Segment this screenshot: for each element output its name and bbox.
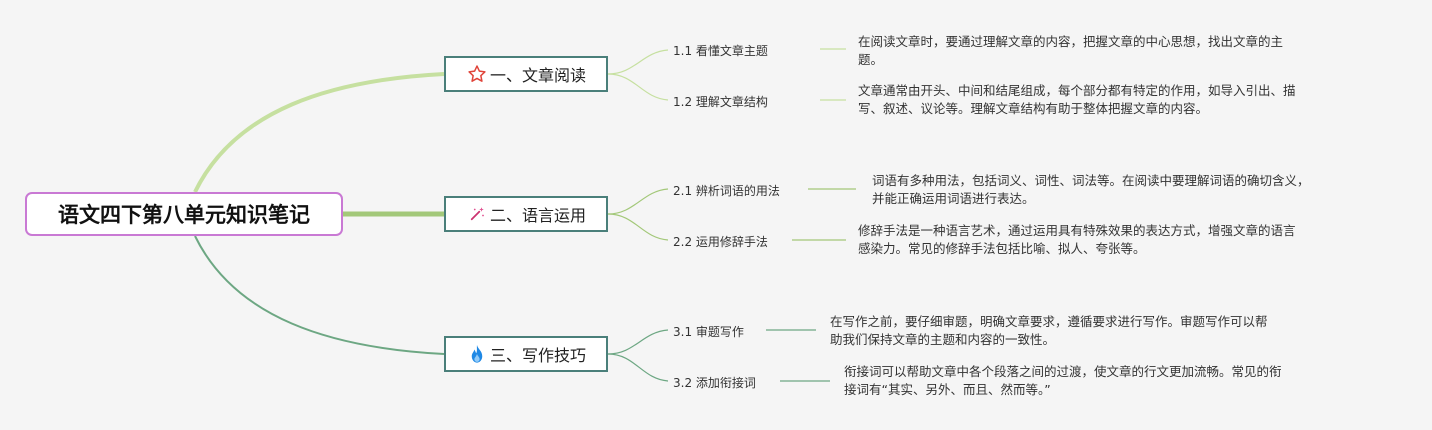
description-line: 题。 [858, 52, 884, 67]
connector-root-branch-3 [194, 235, 445, 355]
connector-branch-1-sub-2 [607, 73, 669, 101]
star-outline-icon [466, 63, 488, 85]
description-1-1: 在阅读文章时，要通过理解文章的内容，把握文章的中心思想，找出文章的主 题。 [858, 33, 1283, 69]
subtopic-3-2[interactable]: 3.2 添加衔接词 [673, 376, 756, 390]
description-line: 在写作之前，要仔细审题，明确文章要求，遵循要求进行写作。审题写作可以帮 [830, 314, 1268, 329]
root-node[interactable]: 语文四下第八单元知识笔记 [25, 192, 343, 236]
connector-branch-3-sub-2 [607, 353, 669, 382]
branch-label-3: 三、写作技巧 [489, 346, 586, 365]
connector-branch-1-sub-1 [607, 49, 669, 75]
description-line: 助我们保持文章的主题和内容的一致性。 [830, 332, 1056, 347]
branch-label-1: 一、文章阅读 [489, 66, 586, 85]
description-line: 写、叙述、议论等。理解文章结构有助于整体把握文章的内容。 [858, 101, 1209, 116]
description-line: 接词有“其实、另外、而且、然而等。” [844, 382, 1051, 397]
description-2-2: 修辞手法是一种语言艺术，通过运用具有特殊效果的表达方式，增强文章的语言 感染力。… [858, 222, 1296, 258]
root-title: 语文四下第八单元知识笔记 [58, 203, 310, 227]
subtopic-2-2[interactable]: 2.2 运用修辞手法 [673, 235, 768, 249]
description-3-1: 在写作之前，要仔细审题，明确文章要求，遵循要求进行写作。审题写作可以帮 助我们保… [830, 313, 1268, 349]
branch-node-1[interactable]: 一、文章阅读 [444, 56, 608, 92]
connector-branch-3-sub-1 [607, 329, 669, 355]
connector-branch-2-sub-1 [607, 188, 669, 215]
subtopic-2-1[interactable]: 2.1 辨析词语的用法 [673, 184, 780, 198]
subtopic-3-1[interactable]: 3.1 审题写作 [673, 325, 744, 339]
description-line: 修辞手法是一种语言艺术，通过运用具有特殊效果的表达方式，增强文章的语言 [858, 223, 1296, 238]
connector-root-branch-1 [193, 72, 445, 193]
description-line: 衔接词可以帮助文章中各个段落之间的过渡，使文章的行文更加流畅。常见的衔 [844, 364, 1282, 379]
fire-icon [466, 343, 488, 365]
description-line: 在阅读文章时，要通过理解文章的内容，把握文章的中心思想，找出文章的主 [858, 34, 1284, 49]
branch-node-2[interactable]: 二、语言运用 [444, 196, 608, 232]
description-line: 并能正确运用词语进行表达。 [872, 191, 1035, 206]
subtopic-1-1[interactable]: 1.1 看懂文章主题 [673, 44, 768, 58]
connector-branch-2-sub-2 [607, 213, 669, 241]
branch-label-2: 二、语言运用 [489, 206, 586, 225]
description-line: 词语有多种用法，包括词义、词性、词法等。在阅读中要理解词语的确切含义， [872, 173, 1310, 188]
description-2-1: 词语有多种用法，包括词义、词性、词法等。在阅读中要理解词语的确切含义， 并能正确… [872, 172, 1310, 208]
description-line: 文章通常由开头、中间和结尾组成，每个部分都有特定的作用，如导入引出、描 [858, 83, 1296, 98]
magic-wand-icon [466, 203, 488, 225]
description-3-2: 衔接词可以帮助文章中各个段落之间的过渡，使文章的行文更加流畅。常见的衔 接词有“… [844, 363, 1282, 399]
branch-node-3[interactable]: 三、写作技巧 [444, 336, 608, 372]
description-1-2: 文章通常由开头、中间和结尾组成，每个部分都有特定的作用，如导入引出、描 写、叙述… [858, 82, 1296, 118]
subtopic-1-2[interactable]: 1.2 理解文章结构 [673, 95, 768, 109]
description-line: 感染力。常见的修辞手法包括比喻、拟人、夸张等。 [858, 241, 1146, 256]
